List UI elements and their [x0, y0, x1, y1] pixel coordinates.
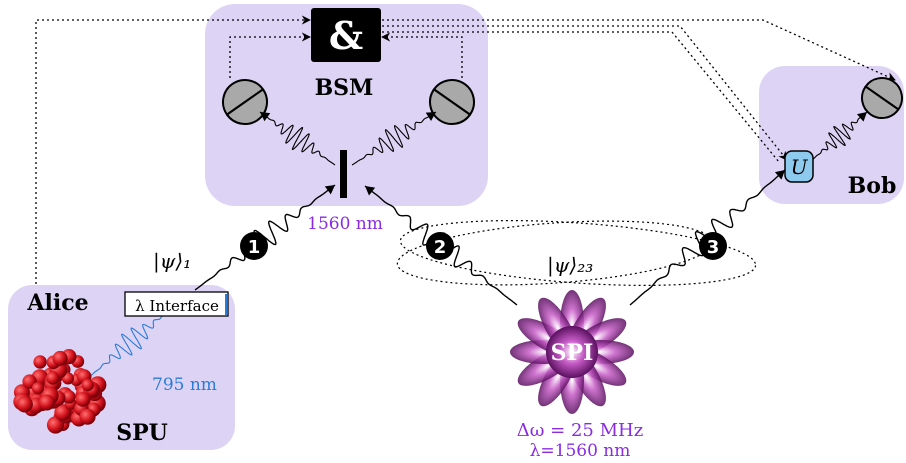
and-gate [311, 8, 381, 62]
interface-box [124, 291, 229, 317]
bsm-right-output-wave-arrowhead [425, 112, 436, 122]
atom [79, 408, 96, 425]
alice-to-and-link [35, 15, 311, 284]
atom [33, 355, 47, 369]
alice-wavelength-label: 795 nm [152, 375, 217, 395]
atom [38, 394, 55, 411]
bsm-right-detector-link [381, 32, 463, 78]
bob-detector-to-and-link [382, 19, 896, 81]
detector-left-icon [222, 79, 268, 125]
atom [31, 382, 44, 395]
alice-photon-wave [87, 304, 176, 379]
bob-label: Bob [848, 173, 897, 199]
bsm-panel [205, 4, 488, 206]
interface-label: λ Interface [135, 297, 219, 315]
entangled-pair-loop-right [399, 219, 757, 287]
photon-3-badge [699, 232, 727, 260]
unitary-box [784, 150, 814, 183]
detector-right-icon [429, 79, 475, 125]
state-1-label: |ψ⟩₁ [153, 249, 191, 274]
photon-1-number: 1 [248, 237, 261, 258]
and-to-unitary-link-b [382, 31, 780, 163]
spu-label: SPU [116, 420, 168, 446]
source-wavelength-label: λ=1560 nm [530, 441, 631, 461]
atom [81, 379, 94, 392]
atom-cloud [13, 349, 107, 434]
bsm-wavelength-label: 1560 nm [307, 214, 383, 234]
atom [52, 350, 68, 366]
and-gate-symbol: & [329, 13, 363, 58]
alice-label: Alice [26, 290, 88, 316]
bsm-right-output-wave [351, 111, 437, 166]
photon-2-badge [426, 232, 454, 260]
spi-core [546, 326, 598, 378]
photon-1-badge [240, 232, 268, 260]
beam-splitter [340, 150, 347, 198]
bsm-left-detector-link [229, 32, 311, 78]
atom [16, 396, 33, 413]
atom [62, 390, 76, 404]
state-23-label: |ψ⟩₂₃ [547, 253, 593, 278]
spi-source-icon [510, 290, 634, 414]
bsm-left-output-wave [259, 111, 336, 166]
photon-3-number: 3 [707, 237, 720, 258]
detector-bob-icon [861, 77, 903, 119]
atom [46, 371, 60, 385]
unitary-label: U [791, 155, 809, 179]
bandwidth-label: Δω = 25 MHz [517, 420, 643, 441]
bob-output-wave [811, 111, 868, 161]
atom [75, 392, 91, 407]
bsm-label: BSM [315, 75, 374, 101]
spi-label: SPI [551, 340, 594, 366]
photon-2-number: 2 [434, 237, 447, 258]
